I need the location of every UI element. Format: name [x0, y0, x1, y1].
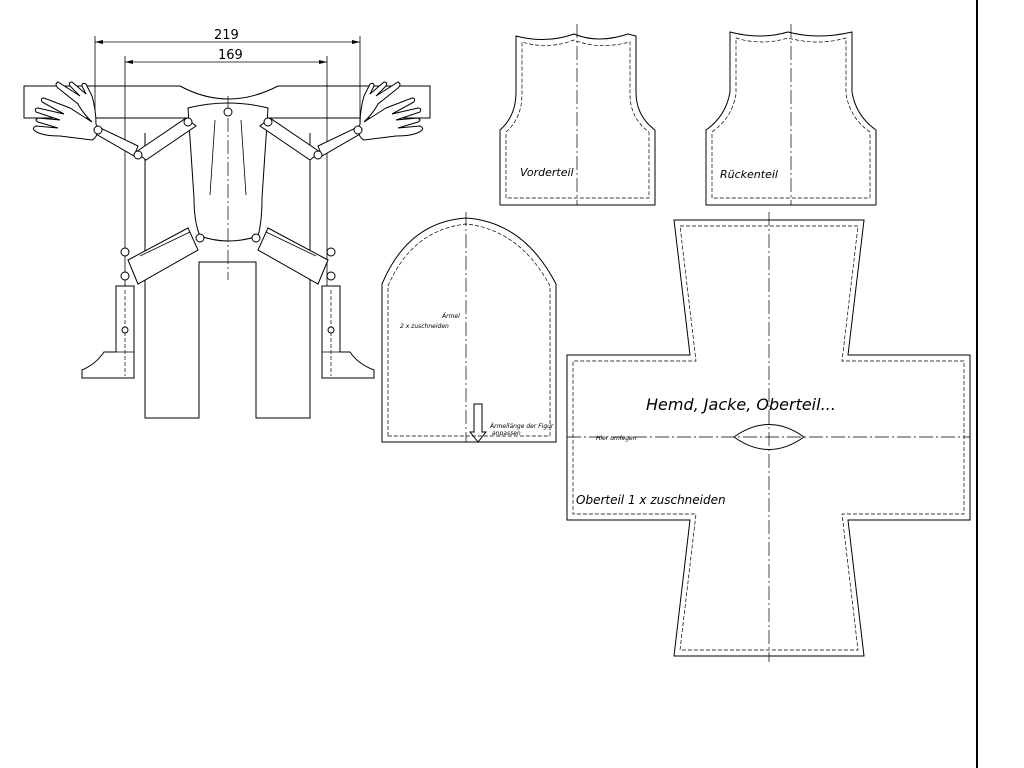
sleeve-pattern: Ärmel 2 x zuschneiden Ärmellänge der Fig…: [381, 212, 557, 443]
right-upper-arm: [259, 117, 321, 161]
joint-screws: [93, 107, 363, 334]
crossbar: [23, 85, 431, 119]
right-thigh: [257, 227, 329, 285]
dimension-169-label: 169: [218, 48, 243, 63]
back-piece-label: Rückenteil: [720, 168, 778, 181]
body-pattern: Hemd, Jacke, Oberteil... Hier umlegen Ob…: [566, 212, 971, 662]
left-hand: [32, 81, 98, 141]
back-piece-pattern: Rückenteil: [705, 24, 877, 206]
dimension-219: 219: [94, 28, 361, 125]
front-piece-pattern: Vorderteil: [499, 24, 656, 206]
figure-diagram: 219 169: [23, 28, 431, 419]
leg-board: [144, 133, 311, 419]
neck-opening: [733, 424, 805, 450]
left-upper-arm: [135, 117, 197, 161]
front-piece-label: Vorderteil: [520, 166, 574, 179]
sleeve-note-2: anpassen: [492, 430, 521, 437]
sleeve-cut-label: 2 x zuschneiden: [400, 323, 449, 330]
left-boot: [81, 285, 135, 379]
left-thigh: [127, 227, 199, 285]
body-cut-label: Oberteil 1 x zuschneiden: [576, 493, 726, 507]
body-title: Hemd, Jacke, Oberteil...: [646, 395, 836, 414]
right-hand: [358, 81, 424, 141]
fold-note: Hier umlegen: [596, 435, 637, 442]
arrow-down-icon: [468, 403, 488, 443]
sleeve-title: Ärmel: [441, 313, 460, 320]
dimension-219-label: 219: [214, 28, 239, 43]
sleeve-note-1: Ärmellänge der Figur: [489, 423, 554, 430]
right-boot: [321, 285, 375, 379]
